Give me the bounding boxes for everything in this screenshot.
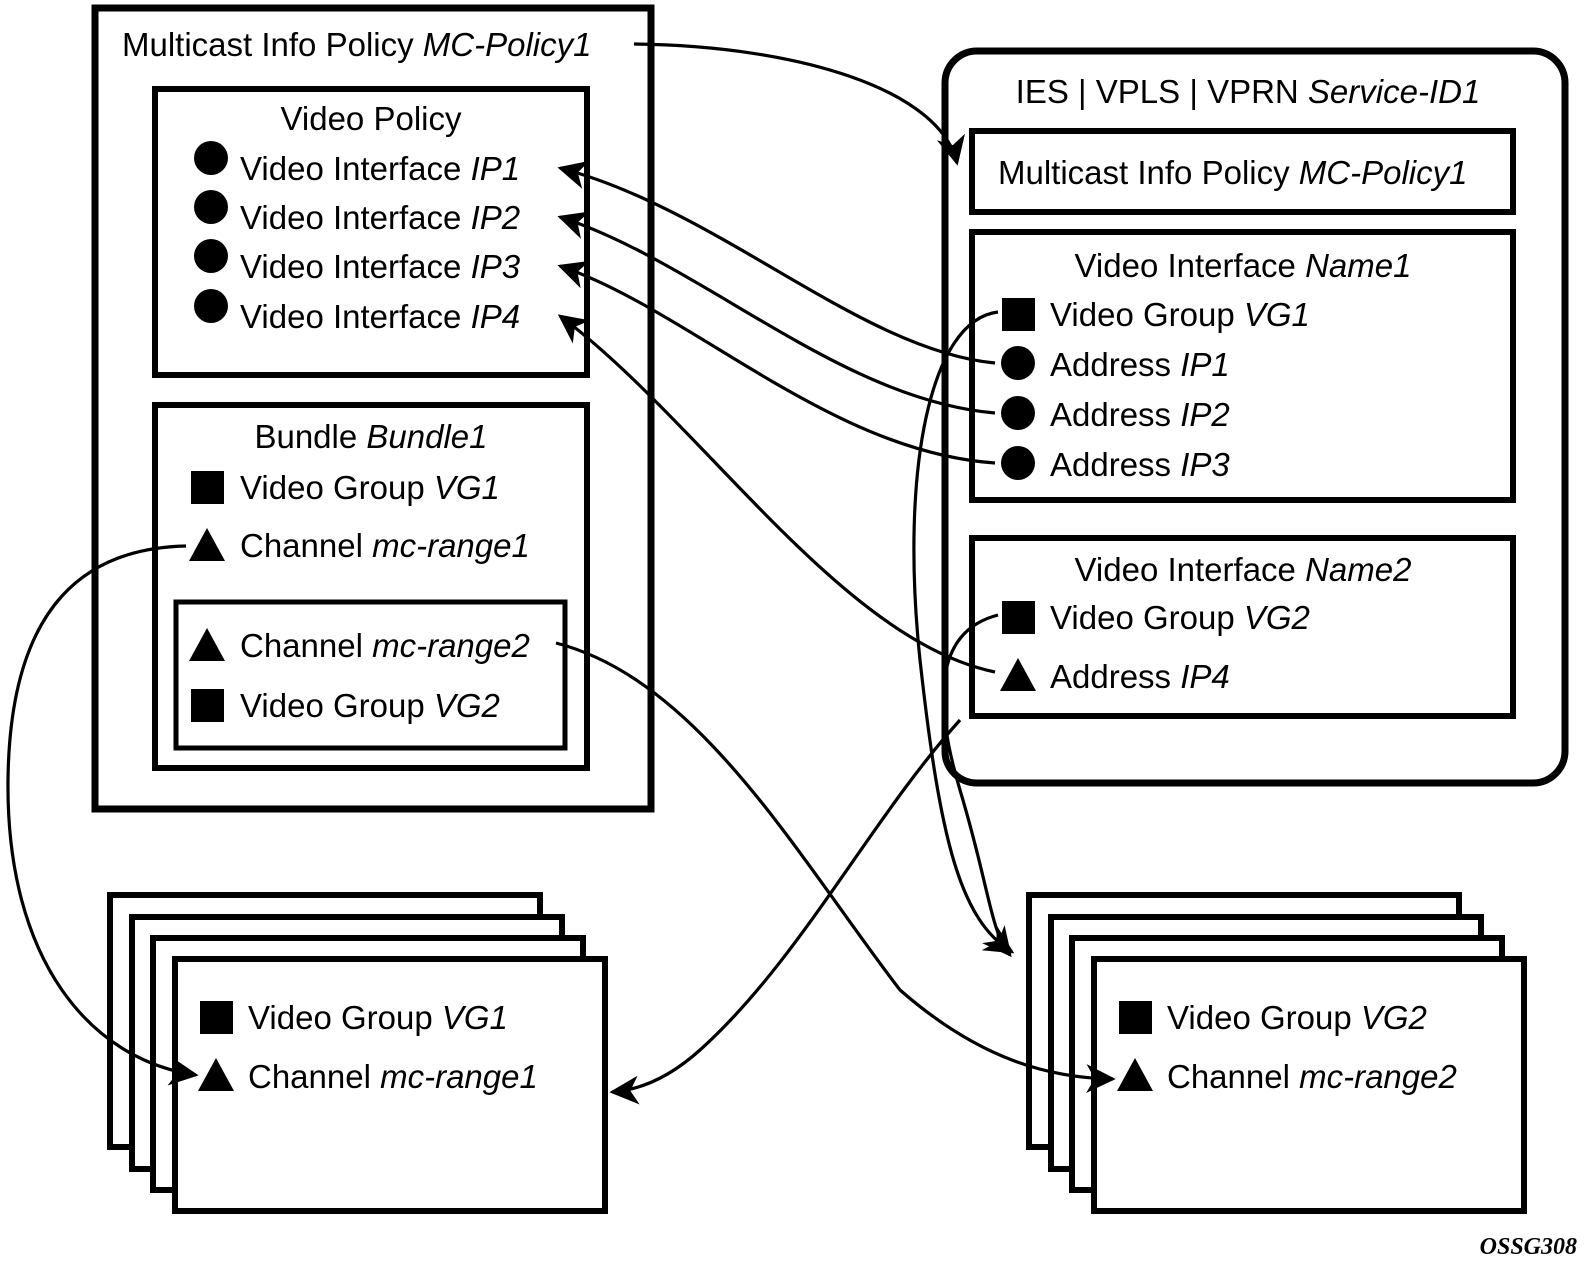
connector-mcrange1 (6, 544, 199, 1086)
connector-vg1-service-to-stack (912, 310, 1015, 954)
video-interface-name2-title: Video Interface Name2 (1075, 551, 1412, 588)
bullet-circle-icon (1001, 446, 1035, 480)
bullet-triangle-icon (1000, 658, 1036, 691)
service-mc-policy-label: Multicast Info Policy MC-Policy1 (998, 154, 1467, 191)
video-interface-name2-box (969, 535, 1516, 719)
bullet-square-icon (1119, 1001, 1152, 1034)
service-title: IES | VPLS | VPRN Service-ID1 (1016, 73, 1481, 110)
video-policy-item-label: Video Interface IP3 (240, 248, 521, 285)
bullet-circle-icon (194, 190, 228, 224)
bullet-square-icon (1002, 601, 1035, 634)
bullet-circle-icon (194, 289, 228, 323)
connector-ip2 (557, 211, 996, 415)
connector-ip3 (557, 260, 996, 465)
multicast-info-policy-title: Multicast Info Policy MC-Policy1 (122, 26, 591, 63)
bullet-triangle-icon (189, 528, 225, 561)
video-interface-item-label: Video Group VG1 (1050, 296, 1310, 333)
bullet-circle-icon (1001, 396, 1035, 430)
video-interface-item-label: Address IP2 (1050, 396, 1230, 433)
connector-vg2-service-to-stack (941, 613, 1012, 958)
bullet-triangle-icon (198, 1058, 234, 1091)
bundle-item-label: Channel mc-range1 (240, 527, 530, 564)
video-interface-item-label: Video Group VG2 (1050, 599, 1310, 636)
bundle-item-label: Video Group VG1 (240, 469, 500, 506)
stack-item-label: Video Group VG1 (248, 999, 508, 1036)
service-mc-policy-box (969, 128, 1516, 215)
connector-ip1 (557, 160, 996, 365)
bullet-square-icon (200, 1001, 233, 1034)
bullet-square-icon (1002, 298, 1035, 331)
bundle-nested-box (173, 599, 568, 751)
stack-item-label: Channel mc-range2 (1167, 1058, 1457, 1095)
video-interface-name1-box (969, 229, 1516, 503)
video-policy-box (152, 86, 590, 378)
video-policy-item-label: Video Interface IP4 (240, 298, 520, 335)
bullet-circle-icon (1001, 346, 1035, 380)
bullet-square-icon (191, 471, 224, 504)
bullet-triangle-icon (189, 628, 225, 661)
video-policy-item-label: Video Interface IP1 (240, 150, 520, 187)
connector-mcrange2 (555, 641, 1116, 1093)
stack-item-label: Video Group VG2 (1167, 999, 1427, 1036)
video-interface-name1-title: Video Interface Name1 (1075, 247, 1412, 284)
video-interface-item-label: Address IP4 (1050, 658, 1230, 695)
stack-layer-front (172, 956, 608, 1214)
figure-caption: OSSG308 (1479, 1234, 1577, 1260)
connector-vg2-bundle-to-stack (609, 718, 962, 1105)
bundle-nested-item-label: Channel mc-range2 (240, 627, 530, 664)
bullet-triangle-icon (1117, 1058, 1153, 1091)
bullet-square-icon (191, 689, 224, 722)
connector-mcpolicy-to-service (633, 42, 965, 166)
video-policy-title: Video Policy (280, 100, 462, 137)
stack-item-label: Channel mc-range1 (248, 1058, 538, 1095)
video-interface-item-label: Address IP3 (1050, 446, 1230, 483)
connector-ip4 (557, 314, 996, 674)
bundle-title: Bundle Bundle1 (254, 418, 487, 455)
video-policy-item-label: Video Interface IP2 (240, 199, 520, 236)
stack-layer-front (1091, 956, 1527, 1214)
video-interface-item-label: Address IP1 (1050, 346, 1230, 383)
bundle-nested-item-label: Video Group VG2 (240, 687, 500, 724)
bullet-circle-icon (194, 141, 228, 175)
bullet-circle-icon (194, 239, 228, 273)
